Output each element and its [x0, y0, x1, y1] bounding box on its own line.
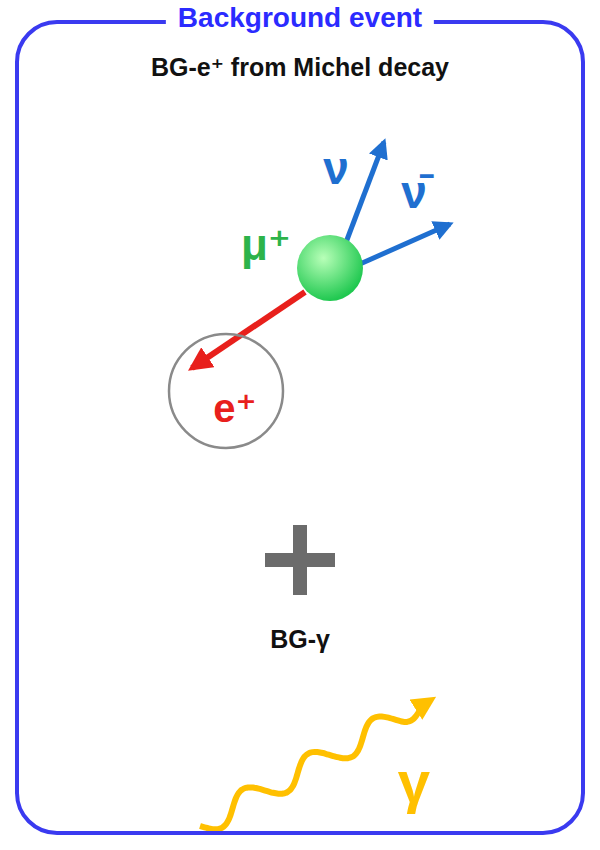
antineutrino-arrow — [360, 224, 450, 264]
particle-label: ν — [323, 143, 349, 194]
particle-label: γ — [398, 750, 430, 814]
muon-particle — [297, 235, 363, 301]
event-panel: e⁺Background event — [15, 20, 585, 835]
positron-arrow — [192, 292, 305, 368]
panel-title: Background event — [166, 3, 434, 34]
highlight-circle: e⁺ — [167, 332, 285, 450]
event-heading: BG-e⁺ from Michel decay — [151, 54, 449, 82]
photon-wave — [200, 702, 428, 829]
particle-label: μ⁺ — [241, 221, 291, 269]
neutrino-arrow — [345, 142, 384, 245]
plus-symbol — [293, 525, 307, 595]
particle-label: e⁺ — [213, 386, 256, 430]
event-heading: BG-γ — [270, 626, 330, 654]
particle-label: ν̄ — [401, 167, 427, 218]
